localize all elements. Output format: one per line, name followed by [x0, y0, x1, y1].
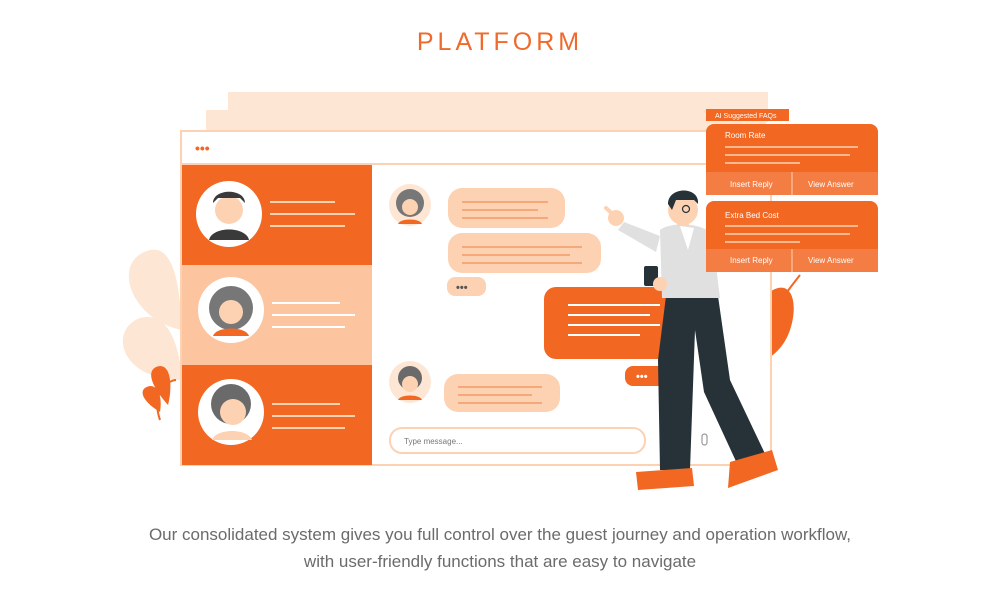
leaf-left-decoration	[122, 249, 182, 421]
attach-icon[interactable]	[701, 433, 708, 446]
faq-tag-label: AI Suggested FAQs	[715, 113, 777, 120]
description-line-1: Our consolidated system gives you full c…	[148, 525, 852, 544]
avatar	[196, 181, 262, 247]
avatar	[198, 277, 264, 343]
avatar	[198, 379, 264, 445]
typing-dots-icon: •••	[636, 371, 648, 383]
avatar	[389, 184, 431, 226]
faq-card-title: Extra Bed Cost	[725, 211, 780, 220]
incoming-bubble	[448, 233, 601, 273]
typing-indicator	[447, 277, 486, 296]
insert-reply-button[interactable]: Insert Reply	[730, 180, 773, 189]
person-illustration	[604, 190, 778, 490]
view-answer-button[interactable]: View Answer	[808, 180, 854, 189]
view-answer-button[interactable]: View Answer	[808, 256, 854, 265]
description-line-2: with user-friendly functions that are ea…	[303, 552, 697, 571]
contact-list	[182, 165, 372, 465]
faq-tag	[706, 109, 789, 121]
typing-dots-icon: •••	[456, 282, 468, 294]
faq-panel: AI Suggested FAQs Room Rate Insert Reply…	[706, 109, 878, 272]
description: Our consolidated system gives you full c…	[0, 521, 1000, 575]
insert-reply-button[interactable]: Insert Reply	[730, 256, 773, 265]
faq-card-title: Room Rate	[725, 131, 766, 140]
page-title: PLATFORM	[416, 28, 584, 56]
message-input[interactable]	[389, 427, 646, 454]
incoming-bubble	[444, 374, 560, 412]
message-input-placeholder: Type message...	[404, 437, 463, 446]
chat-area: ••• ••• Type message...	[389, 184, 708, 454]
platform-illustration: •••	[122, 92, 878, 490]
window-dots-icon: •••	[195, 140, 210, 156]
avatar	[389, 361, 431, 403]
incoming-bubble	[448, 188, 565, 228]
